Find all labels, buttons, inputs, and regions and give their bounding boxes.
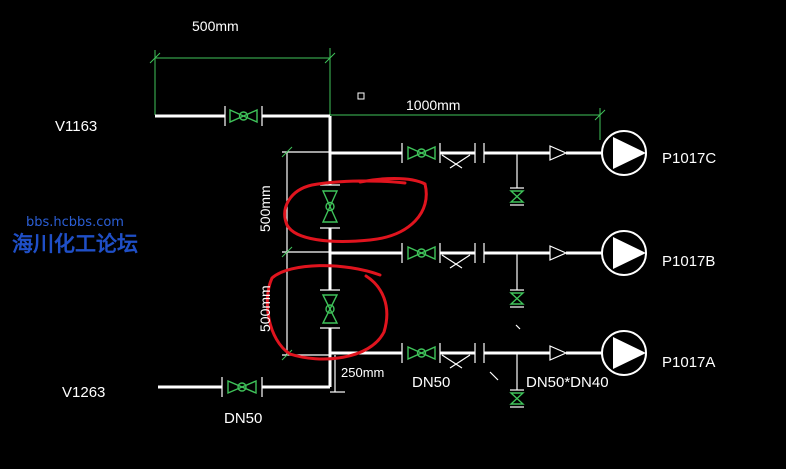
- note-dn-inlet: DN50: [224, 410, 262, 427]
- pump-b-icon: [601, 230, 647, 276]
- label-pump-a: P1017A: [662, 354, 715, 371]
- watermark-url: bbs.hcbbs.com: [26, 215, 124, 230]
- valve-branch-b: [401, 243, 441, 263]
- label-pump-b: P1017B: [662, 253, 715, 270]
- drain-valves: [509, 187, 525, 408]
- note-dn-branch: DN50: [412, 374, 450, 391]
- dim-top-length: 1000mm: [406, 97, 460, 113]
- dim-vertical-lower: 500mm: [257, 285, 273, 332]
- dim-offset: 250mm: [341, 365, 384, 380]
- check-valves: [441, 143, 485, 369]
- valve-bottom-inlet: [221, 377, 263, 397]
- label-v-bottom: V1263: [62, 384, 105, 401]
- label-v-top: V1163: [55, 118, 97, 135]
- valve-branch-c: [401, 143, 441, 163]
- watermark-name: 海川化工论坛: [12, 232, 138, 256]
- red-markup-circles: [265, 177, 428, 361]
- valve-header-lower: [320, 289, 340, 329]
- label-pump-c: P1017C: [662, 150, 716, 167]
- leader-dots: [489, 324, 521, 381]
- pipes: [155, 114, 602, 390]
- valve-branch-a: [401, 343, 441, 363]
- note-reducer: DN50*DN40: [526, 374, 609, 391]
- dim-vertical-upper: 500mm: [257, 185, 273, 232]
- reducers: [549, 145, 568, 361]
- valve-header-upper: [320, 184, 340, 229]
- marker-square: [357, 92, 365, 100]
- dim-top-width: 500mm: [192, 18, 239, 34]
- pump-a-icon: [601, 330, 647, 376]
- valve-top-inlet: [224, 106, 263, 126]
- pump-c-icon: [601, 130, 647, 176]
